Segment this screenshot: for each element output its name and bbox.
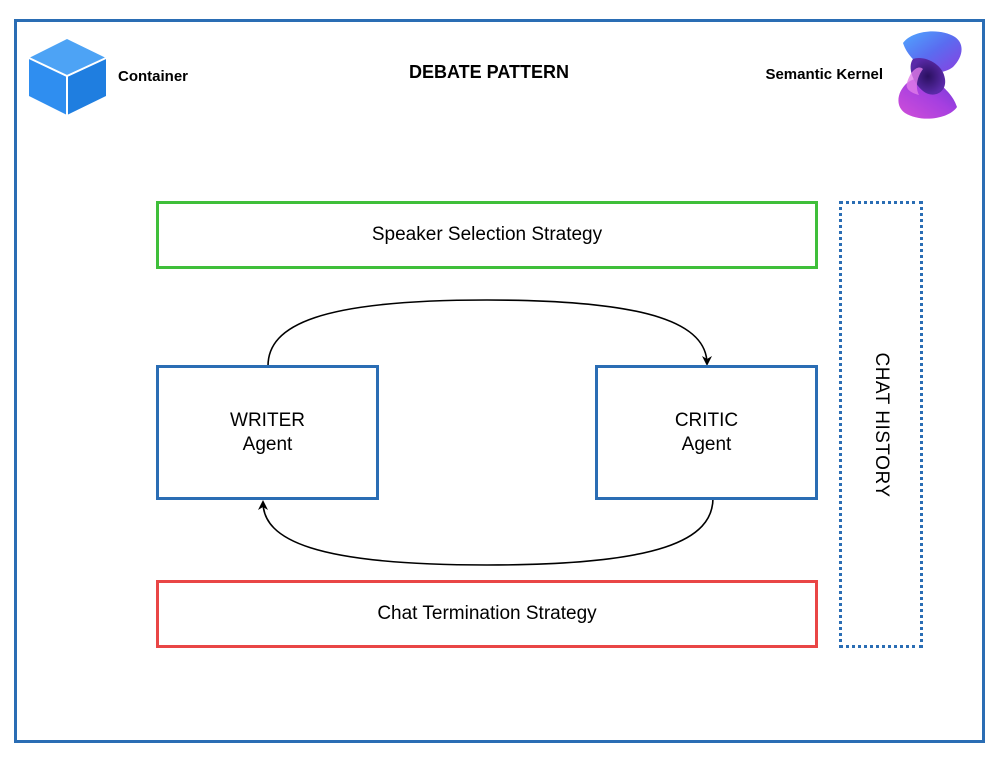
chat-termination-strategy-label: Chat Termination Strategy <box>377 603 597 624</box>
critic-agent-name: CRITIC <box>674 409 739 431</box>
critic-agent-type: Agent <box>681 433 732 455</box>
diagram-frame <box>14 19 985 743</box>
chat-history-label: CHAT HISTORY <box>871 351 892 498</box>
container-label: Container <box>118 68 189 85</box>
speaker-selection-strategy-box: Speaker Selection Strategy <box>156 201 818 269</box>
critic-to-writer-arrow <box>258 497 714 566</box>
semantic-kernel-label: Semantic Kernel <box>765 66 883 83</box>
semantic-kernel-logo-icon <box>893 29 967 122</box>
writer-to-critic-arrow <box>267 299 712 367</box>
cube-icon <box>27 38 108 116</box>
speaker-selection-strategy-label: Speaker Selection Strategy <box>371 224 603 245</box>
diagram-title: DEBATE PATTERN <box>409 62 569 82</box>
writer-agent-type: Agent <box>242 433 293 455</box>
writer-agent-box: WRITER Agent <box>156 365 379 500</box>
critic-agent-box: CRITIC Agent <box>595 365 818 500</box>
chat-termination-strategy-box: Chat Termination Strategy <box>156 580 818 648</box>
chat-history-box: CHAT HISTORY <box>839 201 923 648</box>
writer-agent-name: WRITER <box>230 409 305 431</box>
